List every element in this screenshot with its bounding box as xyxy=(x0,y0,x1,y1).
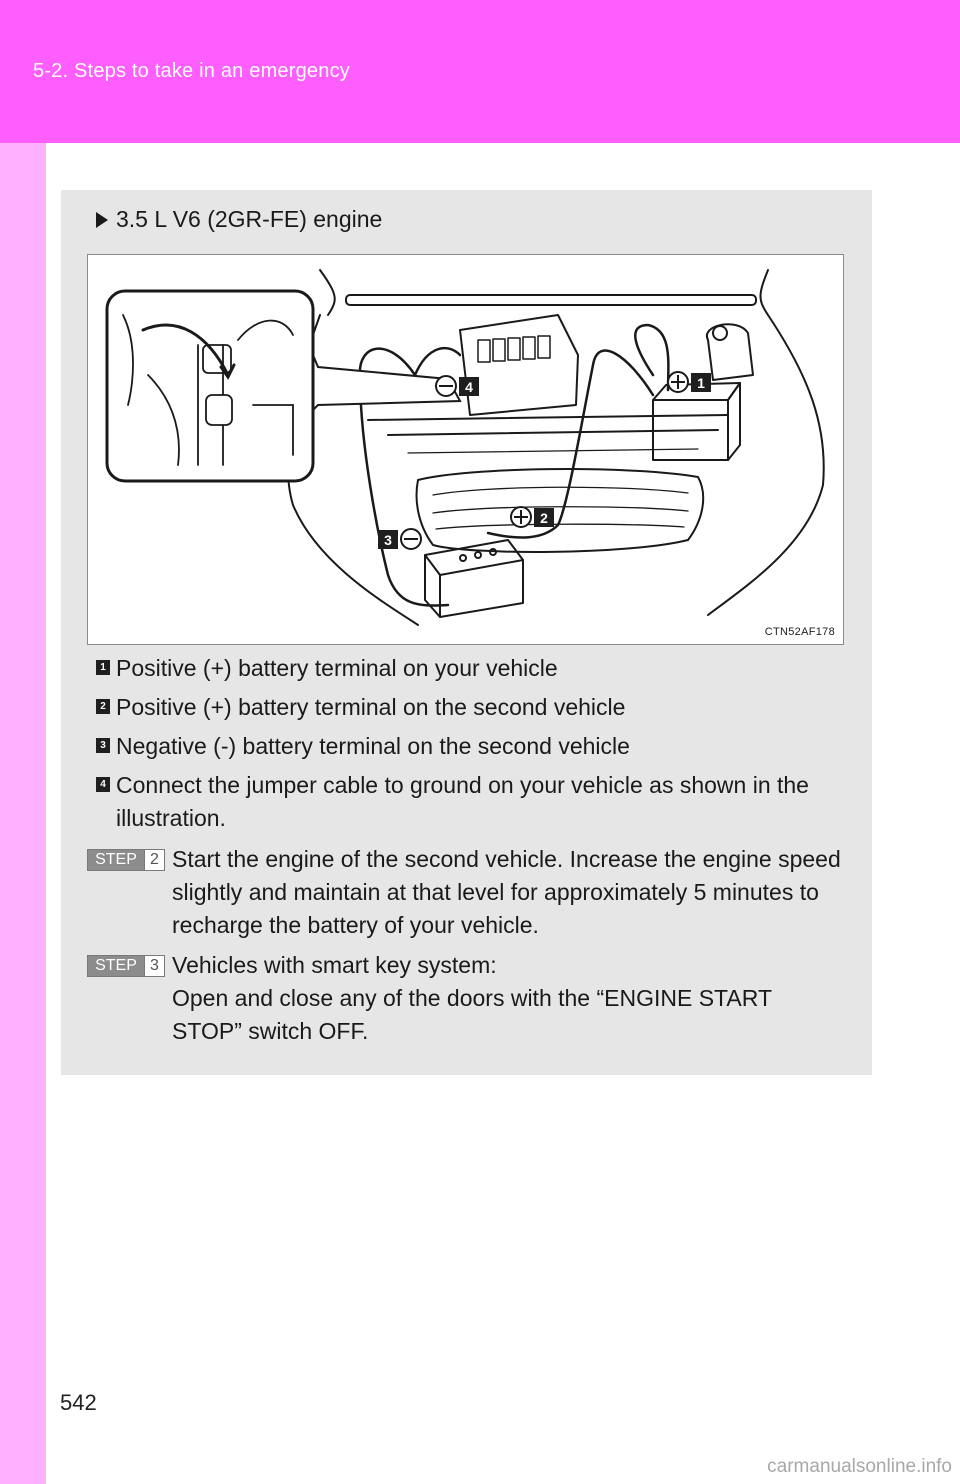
step-text: Start the engine of the second vehicle. … xyxy=(172,843,842,942)
item-text: Negative (-) battery terminal on the sec… xyxy=(116,730,846,763)
step-text: Vehicles with smart key system: Open and… xyxy=(172,949,842,1048)
figure-code: CTN52AF178 xyxy=(765,626,835,638)
item-number-badge: 2 xyxy=(96,699,110,714)
item-number-badge: 1 xyxy=(96,660,110,675)
item-text: Positive (+) battery terminal on the sec… xyxy=(116,691,846,724)
section-title: 5-2. Steps to take in an emergency xyxy=(33,60,350,83)
callout-four: 4 xyxy=(465,379,473,395)
engine-bay-drawing: 1 2 3 4 xyxy=(88,255,844,645)
watermark: carmanualsonline.info xyxy=(767,1456,952,1478)
step-label: STEP xyxy=(88,956,144,976)
item-text: Connect the jumper cable to ground on yo… xyxy=(116,769,846,835)
engine-heading: 3.5 L V6 (2GR-FE) engine xyxy=(96,206,382,233)
callout-one: 1 xyxy=(697,375,705,391)
item-text: Positive (+) battery terminal on your ve… xyxy=(116,652,846,685)
item-number-badge: 4 xyxy=(96,777,110,792)
side-strip xyxy=(0,143,46,1484)
step-badge: STEP 2 xyxy=(87,849,165,871)
step-badge: STEP 3 xyxy=(87,955,165,977)
step-label: STEP xyxy=(88,850,144,870)
triangle-bullet-icon xyxy=(96,212,108,228)
step-number: 2 xyxy=(144,850,164,870)
callout-two: 2 xyxy=(540,510,548,526)
item-number-badge: 3 xyxy=(96,738,110,753)
jump-start-illustration: 1 2 3 4 CTN52AF178 xyxy=(87,254,844,645)
engine-heading-text: 3.5 L V6 (2GR-FE) engine xyxy=(116,206,382,233)
callout-three: 3 xyxy=(384,532,392,548)
step-number: 3 xyxy=(144,956,164,976)
page-number: 542 xyxy=(60,1390,97,1416)
